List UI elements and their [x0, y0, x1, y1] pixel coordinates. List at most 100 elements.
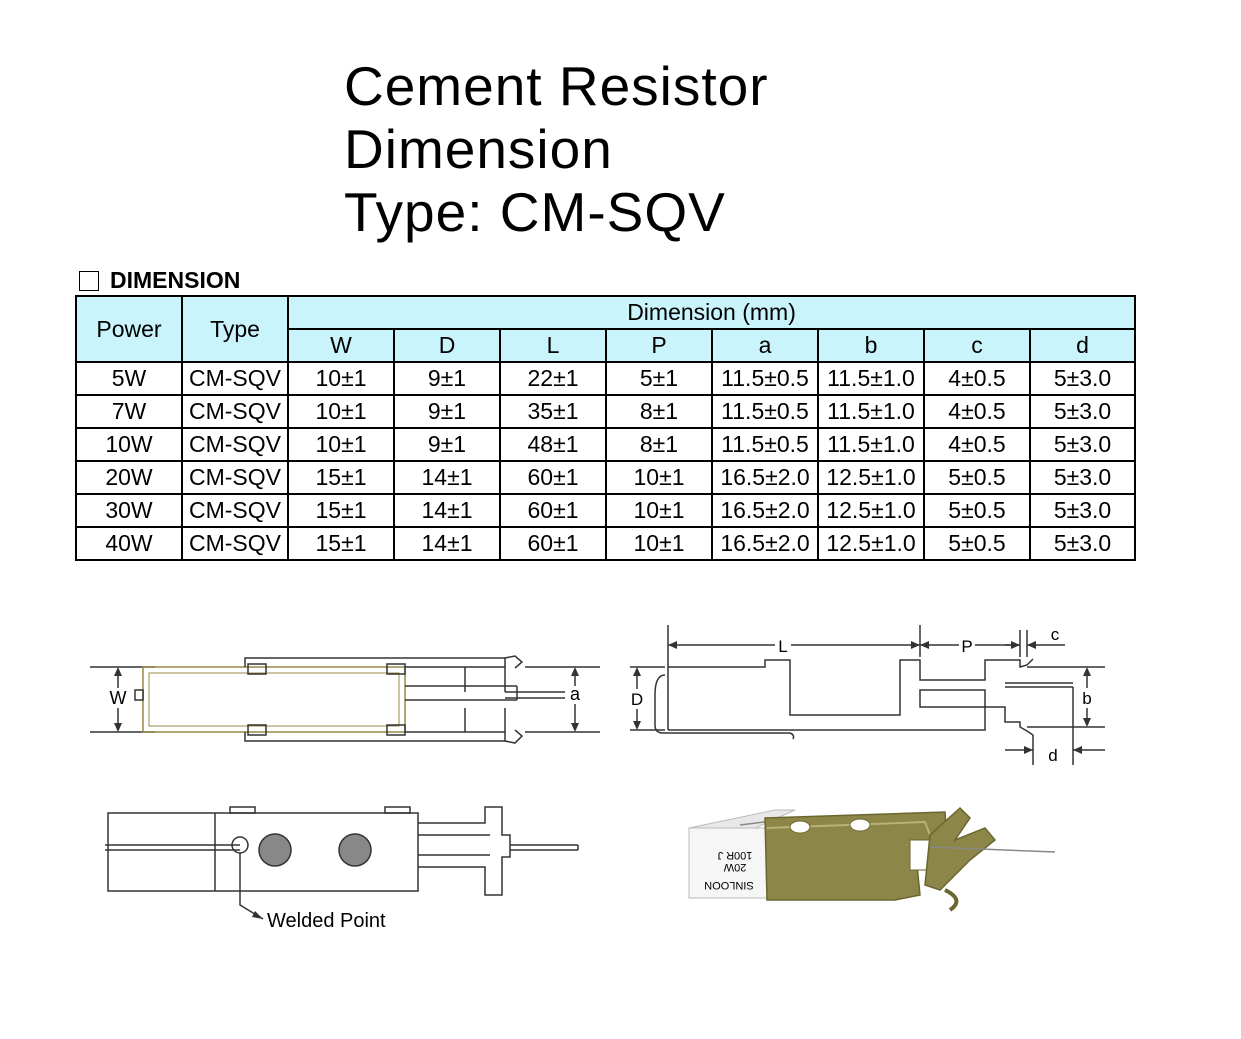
- power-cell: 7W: [75, 394, 183, 429]
- dimension-cell: 10±1: [287, 361, 395, 396]
- product-image: SINLOON 20W 100R J: [688, 806, 1056, 912]
- checkbox-icon: [79, 270, 99, 291]
- dim-header-3: P: [605, 328, 713, 363]
- power-cell: 40W: [75, 526, 183, 561]
- title-line-1: Cement Resistor: [344, 55, 769, 117]
- type-cell: CM-SQV: [181, 427, 289, 462]
- dimension-cell: 5±0.5: [923, 493, 1031, 528]
- dimension-cell: 5±3.0: [1028, 460, 1137, 495]
- dimension-group-header: Dimension (mm): [286, 295, 1137, 330]
- dimension-cell: 12.5±1.0: [817, 526, 925, 561]
- dimension-cell: 14±1: [393, 526, 501, 561]
- dimension-cell: 9±1: [393, 394, 501, 429]
- document-title: Cement Resistor Dimension Type: CM-SQV: [344, 55, 769, 244]
- dimension-cell: 5±0.5: [923, 460, 1031, 495]
- type-cell: CM-SQV: [181, 526, 289, 561]
- dimension-cell: 5±3.0: [1028, 427, 1137, 462]
- dimension-cell: 9±1: [393, 361, 501, 396]
- type-header: Type: [181, 295, 289, 363]
- power-cell: 10W: [75, 427, 183, 462]
- dimension-cell: 11.5±0.5: [711, 361, 819, 396]
- dimension-cell: 60±1: [499, 526, 607, 561]
- dim-header-6: c: [923, 328, 1031, 363]
- dim-header-1: D: [393, 328, 501, 363]
- dimension-cell: 5±1: [605, 361, 713, 396]
- marking-power: 20W: [723, 861, 746, 873]
- dimension-cell: 11.5±1.0: [817, 394, 925, 429]
- dimension-cell: 11.5±0.5: [711, 394, 819, 429]
- dim-header-0: W: [287, 328, 395, 363]
- dim-header-2: L: [499, 328, 607, 363]
- dimension-cell: 14±1: [393, 460, 501, 495]
- dimension-cell: 15±1: [287, 526, 395, 561]
- dim-label-W: W: [110, 688, 127, 708]
- side-view-drawing: L P c D b d: [628, 625, 1105, 765]
- dim-label-d: d: [1048, 746, 1057, 765]
- dimension-cell: 16.5±2.0: [711, 460, 819, 495]
- dimension-cell: 10±1: [605, 526, 713, 561]
- dim-label-c: c: [1051, 625, 1060, 644]
- power-cell: 20W: [75, 460, 183, 495]
- dimension-cell: 4±0.5: [923, 361, 1031, 396]
- dimension-cell: 8±1: [605, 427, 713, 462]
- dimension-cell: 16.5±2.0: [711, 526, 819, 561]
- dimension-cell: 10±1: [605, 460, 713, 495]
- type-cell: CM-SQV: [181, 394, 289, 429]
- power-header: Power: [75, 295, 183, 363]
- dimension-cell: 5±0.5: [923, 526, 1031, 561]
- dimension-cell: 12.5±1.0: [817, 493, 925, 528]
- dimension-cell: 5±3.0: [1028, 394, 1137, 429]
- dim-header-5: b: [817, 328, 925, 363]
- dimension-cell: 16.5±2.0: [711, 493, 819, 528]
- dim-header-4: a: [711, 328, 819, 363]
- dimension-cell: 11.5±1.0: [817, 427, 925, 462]
- dimension-cell: 10±1: [287, 394, 395, 429]
- dimension-cell: 10±1: [605, 493, 713, 528]
- dimension-cell: 14±1: [393, 493, 501, 528]
- marking-brand: SINLOON: [704, 879, 754, 891]
- title-line-3: Type: CM-SQV: [344, 181, 726, 243]
- type-cell: CM-SQV: [181, 493, 289, 528]
- dimension-cell: 10±1: [287, 427, 395, 462]
- power-cell: 30W: [75, 493, 183, 528]
- dimension-cell: 9±1: [393, 427, 501, 462]
- dim-label-b: b: [1082, 689, 1091, 708]
- title-line-2: Dimension: [344, 118, 613, 180]
- dimension-cell: 48±1: [499, 427, 607, 462]
- dimension-cell: 22±1: [499, 361, 607, 396]
- top-view-drawing: W a: [90, 655, 600, 744]
- dim-label-D: D: [631, 690, 643, 709]
- dimension-cell: 60±1: [499, 460, 607, 495]
- dimension-cell: 35±1: [499, 394, 607, 429]
- marking-value: 100R J: [718, 849, 753, 861]
- dimension-section-header: DIMENSION: [79, 267, 240, 294]
- welded-point-drawing: Welded Point: [105, 806, 579, 932]
- dimension-cell: 60±1: [499, 493, 607, 528]
- type-cell: CM-SQV: [181, 460, 289, 495]
- section-label: DIMENSION: [110, 267, 241, 293]
- dimension-cell: 5±3.0: [1028, 493, 1137, 528]
- dimension-cell: 12.5±1.0: [817, 460, 925, 495]
- welded-point-label: Welded Point: [267, 910, 386, 932]
- dim-label-a: a: [570, 684, 581, 704]
- dim-header-7: d: [1028, 328, 1137, 363]
- dimension-cell: 11.5±0.5: [711, 427, 819, 462]
- dimension-cell: 11.5±1.0: [817, 361, 925, 396]
- type-cell: CM-SQV: [181, 361, 289, 396]
- dim-label-L: L: [778, 637, 787, 656]
- dimension-cell: 5±3.0: [1028, 526, 1137, 561]
- dimension-cell: 8±1: [605, 394, 713, 429]
- dimension-cell: 5±3.0: [1028, 361, 1137, 396]
- dimension-cell: 4±0.5: [923, 427, 1031, 462]
- power-cell: 5W: [75, 361, 183, 396]
- dim-label-P: P: [961, 637, 972, 656]
- dimension-cell: 4±0.5: [923, 394, 1031, 429]
- dimension-cell: 15±1: [287, 460, 395, 495]
